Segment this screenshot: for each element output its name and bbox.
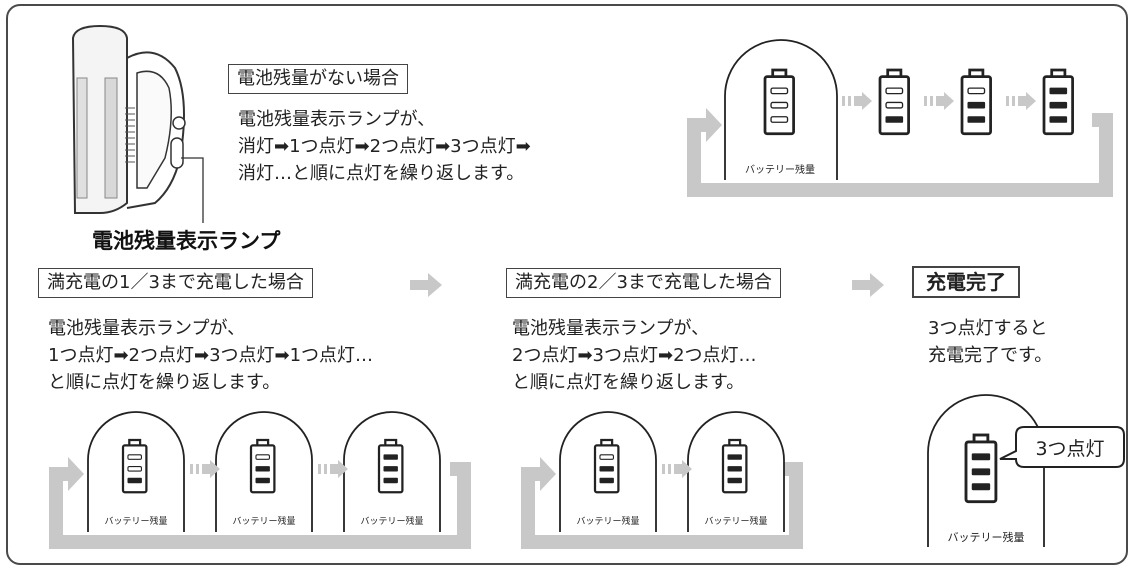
battery-segment-off [255,454,270,460]
battery-caption: バッテリー残量 [104,515,167,527]
two-thirds-title: 満充電の2／3まで充電した場合 [506,268,781,298]
battery-segment-on [1049,101,1068,109]
battery-caption: バッテリー残量 [704,515,767,527]
battery-segment-on [971,453,991,461]
battery-segment-on [255,477,270,484]
battery-segment-on [383,454,398,460]
cycle-diagram-two-thirds: バッテリー残量 バッテリー残量 [521,411,803,549]
complete-title: 充電完了 [912,266,1020,298]
no-charge-line-3: 消灯…と順に点灯を繰り返します。 [238,163,525,184]
vacuum-illustration [71,24,204,223]
battery-segment-on [383,466,398,472]
battery-segment-off [967,87,986,95]
battery-segment-on [1049,87,1068,95]
battery-segment-off [770,87,789,95]
callout-text: 3つ点灯 [1035,438,1104,460]
step-arrow [842,92,872,110]
battery-segment-on [885,116,904,123]
loop-arrow-head [687,108,722,142]
one-third-line-1: 電池残量表示ランプが、 [48,318,246,339]
battery-caption: バッテリー残量 [576,515,639,527]
battery-segment-off [127,454,142,460]
battery-segment-on [599,477,614,484]
one-third-title: 満充電の1／3まで充電した場合 [38,268,313,298]
loop-track [49,462,471,549]
section-arrow-2 [852,273,884,297]
no-charge-title: 電池残量がない場合 [228,64,408,94]
cycle-diagram-no-charge: バッテリー残量 [687,39,1113,197]
battery-caption: バッテリー残量 [948,530,1025,544]
step-arrow [924,92,954,110]
battery-segment-on [599,466,614,472]
callout-bubble [999,426,1125,468]
battery-segment-on [255,466,270,472]
battery-segment-on [1049,116,1068,123]
one-third-line-2: 1つ点灯➡2つ点灯➡3つ点灯➡1つ点灯… [48,345,374,366]
battery-segment-on [967,116,986,123]
battery-segment-on [971,483,991,491]
complete-diagram: バッテリー残量 3つ点灯 [927,394,1125,547]
battery-icon [878,68,910,136]
step-arrow [1006,92,1036,110]
one-third-line-3: と順に点灯を繰り返します。 [48,372,281,393]
battery-segment-off [770,116,789,123]
battery-icon [763,68,795,136]
complete-line-2: 充電完了です。 [928,345,1053,366]
loop-track [521,462,803,549]
battery-caption: バッテリー残量 [360,515,423,527]
battery-segment-on [967,101,986,109]
battery-segment-off [885,87,904,95]
step-arrow [318,460,348,478]
panel-frame [6,4,1128,565]
two-thirds-line-2: 2つ点灯➡3つ点灯➡2つ点灯… [512,345,757,366]
cycle-diagram-one-third: バッテリー残量 バッテリー残量 バッテリー残量 [49,411,471,549]
battery-icon [1042,68,1074,136]
loop-arrow-head [49,457,84,491]
battery-segment-on [383,477,398,484]
battery-icon [377,438,404,494]
step-arrow [662,460,692,478]
no-charge-line-2: 消灯➡1つ点灯➡2つ点灯➡3つ点灯➡ [238,136,531,157]
two-thirds-line-3: と順に点灯を繰り返します。 [512,372,745,393]
complete-line-1: 3つ点灯すると [928,318,1048,339]
battery-segment-on [727,454,742,460]
loop-track [687,113,1113,197]
battery-segment-on [727,466,742,472]
device-lamp-label: 電池残量表示ランプ [92,229,281,253]
battery-segment-on [127,477,142,484]
section-arrow-1 [410,273,442,297]
battery-segment-off [770,101,789,109]
battery-icon [249,438,276,494]
battery-icon [593,438,620,494]
battery-icon [721,438,748,494]
no-charge-line-1: 電池残量表示ランプが、 [238,109,436,130]
battery-segment-on [727,477,742,484]
loop-arrow-head [521,457,556,491]
battery-segment-off [599,454,614,460]
two-thirds-line-1: 電池残量表示ランプが、 [512,318,710,339]
battery-segment-off [885,101,904,109]
battery-icon [121,438,148,494]
battery-icon [960,68,992,136]
battery-segment-off [127,466,142,472]
battery-icon [964,433,998,504]
battery-segment-on [971,468,991,476]
step-arrow [190,460,220,478]
battery-caption: バッテリー残量 [232,515,295,527]
battery-caption: バッテリー残量 [745,163,815,176]
